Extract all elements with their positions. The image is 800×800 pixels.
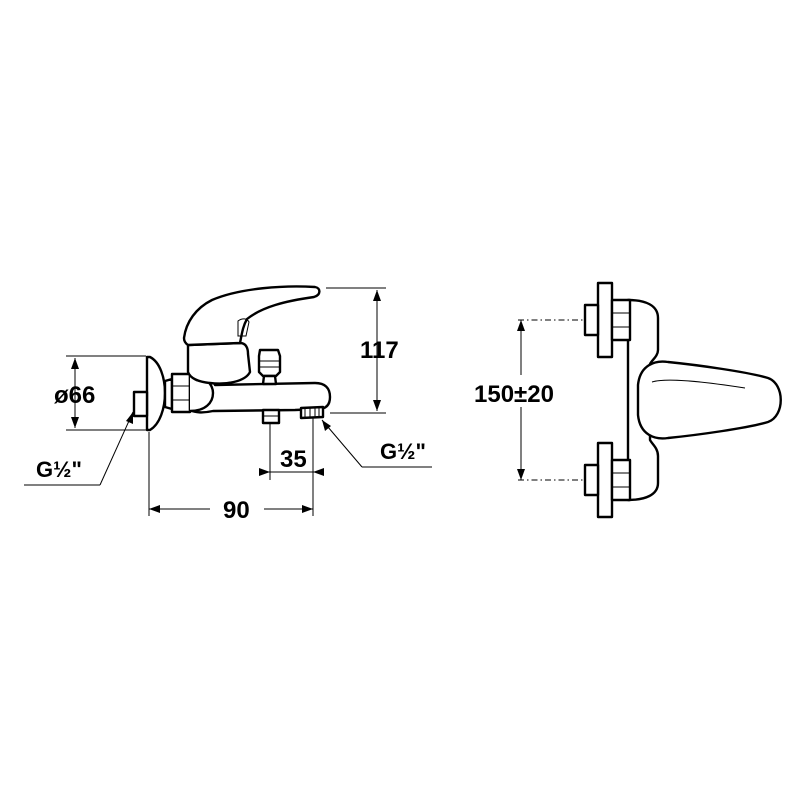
projection-label: 90 [223,497,250,524]
union-nut [170,372,192,414]
lower-connector [583,463,600,497]
inlet-thread-label: G½" [36,457,82,482]
lever-handle [182,285,321,347]
height-label: 117 [360,337,399,364]
cartridge-housing [186,341,252,385]
upper-connector [583,303,600,337]
lower-nut [610,458,632,502]
outlet-offset-label: 35 [280,446,307,473]
dimension-outlet-offset [259,468,324,476]
upper-flange [596,281,614,359]
diverter-stem [261,374,278,386]
upper-nut [610,298,632,342]
dimension-center-distance [517,320,525,480]
top-view: 150±20 [474,281,782,519]
inlet-thread-leader [24,411,134,486]
outlet-thread-leader [321,419,432,468]
diameter-label: ø66 [54,382,95,409]
center-distance-label: 150±20 [474,381,554,408]
outlet-thread-label: G½" [380,439,426,464]
wall-flange [145,355,167,432]
hose-connection [299,405,325,420]
inlet-connector [132,390,149,418]
lower-flange [596,441,614,519]
side-view-extension-lines [66,287,386,516]
dimension-projection [149,505,313,513]
dimension-height [373,290,381,411]
diverter-knob [257,348,282,378]
top-lever [636,360,782,440]
dimension-diameter [71,358,79,428]
side-view: 117 ø66 G½" G½" 35 [24,285,432,524]
